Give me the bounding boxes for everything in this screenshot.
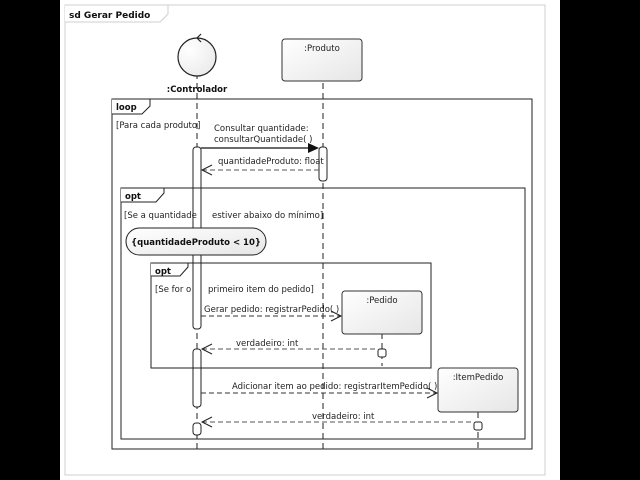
- sync-arrowhead-icon: [308, 143, 319, 153]
- activation-produto: [318, 146, 328, 182]
- fragment-opt-1-operator: opt: [125, 192, 141, 202]
- activation-pedido: [377, 348, 387, 358]
- control-icon: [177, 37, 217, 77]
- fragment-opt-2-guard-left: [Se for o: [155, 285, 191, 295]
- reply-arrowhead-icon: [200, 343, 213, 355]
- state-invariant: {quantidadeProduto < 10}: [125, 227, 267, 256]
- fragment-opt-2: opt [Se for o primeiro item do pedido]: [150, 262, 432, 369]
- sequence-diagram: sd Gerar Pedido :Controlador :Produto lo…: [64, 4, 546, 476]
- control-arrow-icon: [196, 33, 202, 43]
- activation-itempedido: [473, 421, 483, 431]
- create-arrowhead-icon: [426, 387, 439, 399]
- message-registrar-item-pedido[interactable]: Adicionar item ao pedido: registrarItemP…: [201, 382, 439, 399]
- lifeline-controlador-label: :Controlador: [167, 85, 228, 95]
- message-registrar-pedido[interactable]: Gerar pedido: registrarPedido( ): [201, 305, 343, 322]
- lifeline-produto[interactable]: :Produto: [281, 38, 363, 82]
- reply-arrowhead-icon: [200, 164, 213, 176]
- message-verdadeiro-reply-1[interactable]: verdadeiro: int: [200, 339, 378, 355]
- lifeline-pedido[interactable]: :Pedido: [341, 290, 423, 335]
- message-3-label: Gerar pedido: registrarPedido( ): [204, 305, 339, 315]
- fragment-opt-1: opt [Se a quantidade estiver abaixo do m…: [120, 187, 526, 440]
- message-4-label: verdadeiro: int: [236, 339, 299, 349]
- lifeline-controlador[interactable]: :Controlador: [167, 33, 228, 95]
- pedido-box: [341, 290, 423, 335]
- lifeline-produto-label: :Produto: [304, 44, 340, 54]
- fragment-loop: loop [Para cada produto]: [111, 98, 533, 450]
- message-quantidade-produto-reply[interactable]: quantidadeProduto: float: [200, 157, 324, 176]
- message-1-line1: Consultar quantidade:: [214, 124, 309, 134]
- fragment-opt-2-guard-right: primeiro item do pedido]: [208, 285, 314, 295]
- lifeline-itempedido[interactable]: :ItemPedido: [437, 367, 519, 413]
- message-2-label: quantidadeProduto: float: [218, 157, 324, 167]
- fragment-loop-operator: loop: [116, 103, 137, 113]
- create-arrowhead-icon: [330, 310, 343, 322]
- itempedido-box: [437, 367, 519, 413]
- constraint-label: {quantidadeProduto < 10}: [131, 238, 261, 248]
- diagram-canvas: sd Gerar Pedido :Controlador :Produto lo…: [60, 0, 560, 480]
- fragment-opt-1-guard-right: estiver abaixo do mínimo]: [212, 211, 323, 221]
- activation-controlador-3: [192, 422, 202, 436]
- fragment-opt-1-guard-left: [Se a quantidade: [124, 211, 197, 221]
- fragment-opt-2-operator: opt: [155, 267, 171, 277]
- message-6-label: verdadeiro: int: [312, 412, 375, 422]
- lifeline-pedido-label: :Pedido: [366, 296, 397, 306]
- message-verdadeiro-reply-2[interactable]: verdadeiro: int: [200, 412, 474, 428]
- diagram-title: sd Gerar Pedido: [69, 11, 150, 21]
- message-consultar-quantidade[interactable]: Consultar quantidade: consultarQuantidad…: [201, 124, 319, 153]
- produto-box: [281, 38, 363, 82]
- reply-arrowhead-icon: [200, 416, 213, 428]
- activation-controlador-2: [192, 348, 202, 408]
- message-5-label: Adicionar item ao pedido: registrarItemP…: [232, 382, 437, 392]
- fragment-loop-guard: [Para cada produto]: [116, 121, 200, 131]
- lifeline-itempedido-label: :ItemPedido: [453, 373, 504, 383]
- message-1-line2: consultarQuantidade( ): [214, 135, 312, 145]
